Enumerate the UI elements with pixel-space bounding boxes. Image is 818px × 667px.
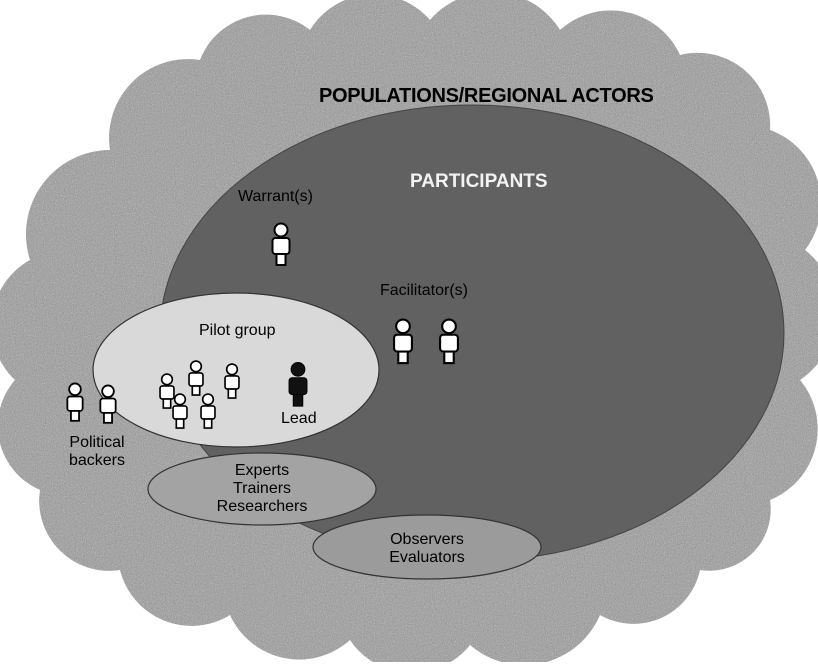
observers-label-line-2: Evaluators — [389, 548, 465, 566]
observers-label: Observers Evaluators — [367, 531, 487, 567]
experts-label-line-3: Researchers — [216, 497, 308, 515]
experts-label-line-1: Experts — [234, 462, 290, 479]
pilot-group-label: Pilot group — [199, 322, 276, 339]
warrant-label: Warrant(s) — [238, 188, 313, 205]
participants-label: PARTICIPANTS — [410, 171, 548, 192]
experts-ellipse — [147, 452, 377, 526]
political-backers-label: Political backers — [52, 434, 142, 470]
facilitator-label: Facilitator(s) — [380, 282, 469, 299]
observers-label-line-1: Observers — [390, 531, 464, 548]
political-label-line-2: backers — [68, 451, 126, 469]
political-label-line-1: Political — [69, 434, 125, 451]
experts-label: Experts Trainers Researchers — [182, 462, 342, 516]
outer-population-label: POPULATIONS/REGIONAL ACTORS — [319, 85, 654, 107]
observers-ellipse — [312, 514, 542, 580]
experts-label-line-2: Trainers — [232, 479, 292, 497]
lead-label: Lead — [281, 410, 317, 427]
